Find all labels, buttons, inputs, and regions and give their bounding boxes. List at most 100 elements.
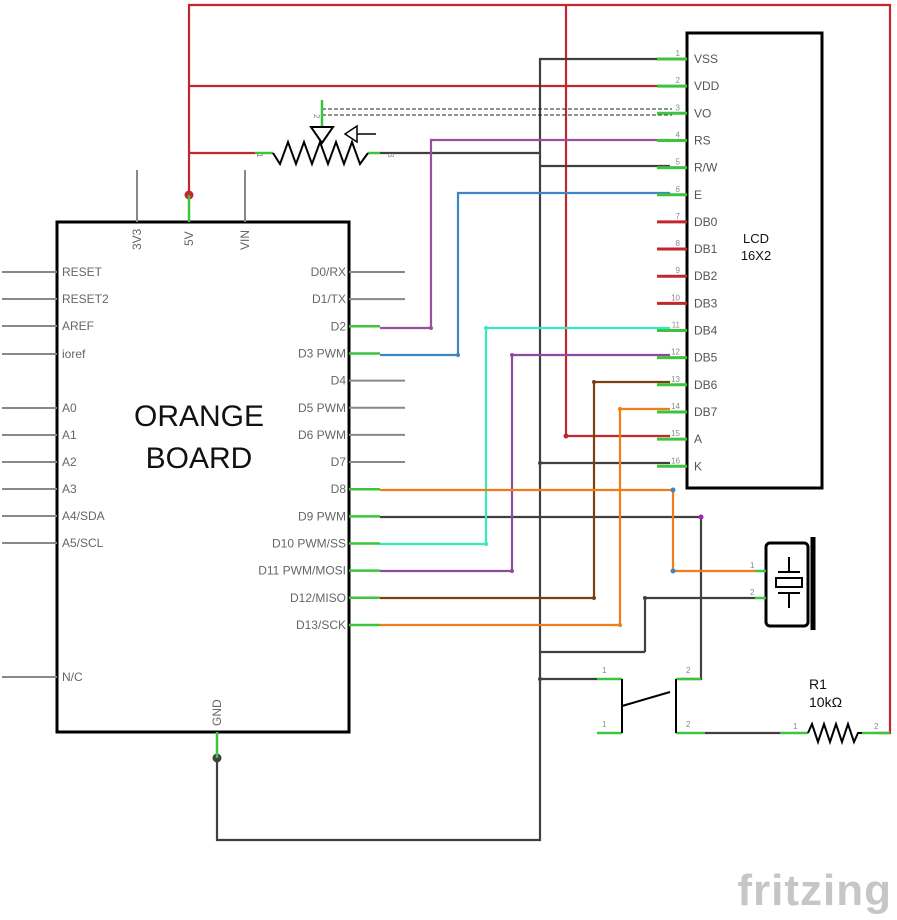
- junction-db6-bottom: [592, 596, 596, 600]
- wire-vo: [322, 108, 672, 116]
- wire-gnd-main: [215, 57, 670, 842]
- switch-pin1a-num: 1: [602, 666, 607, 675]
- lcd-pin-num-e: 6: [676, 185, 681, 194]
- pin-label-d0-rx: D0/RX: [311, 265, 346, 279]
- lcd-pin-label-db6: DB6: [694, 378, 718, 392]
- pin-label-gnd: GND: [210, 699, 224, 726]
- lcd-pin-label-db3: DB3: [694, 296, 718, 310]
- push-button: 1 1 2 2: [597, 666, 705, 735]
- junction-db4-top: [484, 326, 488, 330]
- lcd-pin-num-db2: 9: [676, 266, 681, 275]
- junction-db5-top: [510, 353, 514, 357]
- lcd-title: LCD: [743, 231, 769, 246]
- lcd-pin-label-db1: DB1: [694, 242, 718, 256]
- junction-switch-gnd: [538, 677, 542, 681]
- orange-board: ORANGE BOARD 3V3 5V VIN GND RESETRESET2A…: [2, 170, 405, 758]
- wire-rs: [380, 138, 670, 330]
- wires: [187, 3, 892, 842]
- lcd-pin-label-db4: DB4: [694, 324, 718, 338]
- pin-label-reset: RESET: [62, 265, 103, 279]
- pot-adjust-arrow-icon: [343, 124, 376, 144]
- lcd-pin-num-db7: 14: [671, 402, 680, 411]
- piezo-buzzer: 1 2: [750, 537, 816, 630]
- lcd-pin-num-db5: 12: [671, 348, 680, 357]
- lcd-pin-num-db0: 7: [676, 212, 681, 221]
- pin-label-a5-scl: A5/SCL: [62, 536, 104, 550]
- lcd-pin-num-k: 16: [671, 456, 680, 465]
- lcd-outline: [685, 31, 824, 490]
- junction-buzzer-gnd: [643, 596, 647, 600]
- switch-contact: [621, 691, 671, 707]
- board-bottom-pin: GND: [210, 699, 224, 758]
- junction-db6-top: [592, 380, 596, 384]
- junction-db4-bottom: [484, 542, 488, 546]
- switch-pin2b-num: 2: [686, 720, 691, 729]
- resistor-zigzag: [807, 720, 862, 746]
- pin-label-3v3: 3V3: [130, 228, 144, 250]
- pin-label-d6-pwm: D6 PWM: [298, 428, 346, 442]
- fritzing-logo: fritzing: [737, 866, 892, 915]
- resistor-r1: R1 10kΩ 1 2: [780, 676, 890, 746]
- pin-label-d11-pwm-mosi: D11 PWM/MOSI: [258, 564, 346, 578]
- lcd-pin-num-db3: 10: [671, 293, 680, 302]
- lcd-pin-label-vo: VO: [694, 106, 711, 120]
- junction-k: [538, 461, 542, 465]
- lcd-pin-num-r-w: 5: [676, 158, 681, 167]
- lcd-pin-num-a: 15: [671, 429, 680, 438]
- buzzer-pin1-num: 1: [750, 561, 755, 570]
- resistor-value: 10kΩ: [809, 694, 842, 710]
- pin-label-d7: D7: [331, 455, 347, 469]
- pin-label-5v: 5V: [182, 231, 196, 246]
- switch-pin1b-num: 1: [602, 720, 607, 729]
- lcd-pin-label-db2: DB2: [694, 269, 718, 283]
- board-top-pins: 3V3 5V VIN: [130, 170, 252, 250]
- lcd-pin-num-db6: 13: [671, 375, 680, 384]
- pot-wiper-arrow: [309, 126, 335, 145]
- potentiometer: 1 2 3: [255, 100, 395, 167]
- junction-db7-bottom: [618, 623, 622, 627]
- lcd-pin-label-vdd: VDD: [694, 79, 720, 93]
- lcd-pin-num-vdd: 2: [676, 76, 681, 85]
- lcd-pin-label-rs: RS: [694, 133, 711, 147]
- wire-backlight-a: [564, 5, 670, 438]
- buzzer-body: [764, 541, 810, 628]
- lcd-pin-num-vo: 3: [676, 103, 681, 112]
- wire-db5: [380, 353, 670, 573]
- switch-pin2a-num: 2: [686, 666, 691, 675]
- pot-pin2-num: 2: [312, 114, 321, 119]
- lcd-pin-label-db5: DB5: [694, 351, 718, 365]
- resistor-pin2-num: 2: [874, 722, 879, 731]
- junction-e: [456, 353, 460, 357]
- lcd-pin-label-r-w: R/W: [694, 161, 718, 175]
- wire-enable: [380, 191, 670, 357]
- board-outline: [55, 220, 351, 734]
- pot-pin3-num: 3: [386, 153, 395, 158]
- junction-rs: [429, 326, 433, 330]
- pin-label-n-c: N/C: [62, 670, 83, 684]
- board-left-pins: RESETRESET2AREFiorefA0A1A2A3A4/SDAA5/SCL…: [2, 265, 109, 684]
- pot-zigzag: [272, 139, 369, 167]
- pin-label-d5-pwm: D5 PWM: [298, 401, 346, 415]
- pin-label-d9-pwm: D9 PWM: [298, 509, 346, 523]
- buzzer-crystal-icon: [775, 557, 803, 608]
- lcd-pin-label-db7: DB7: [694, 405, 718, 419]
- lcd-pin-num-rs: 4: [676, 130, 681, 139]
- pin-label-a3: A3: [62, 482, 77, 496]
- pin-label-a1: A1: [62, 428, 77, 442]
- pin-label-a4-sda: A4/SDA: [62, 509, 105, 523]
- lcd-subtitle: 16X2: [741, 248, 771, 263]
- junction-d8-bottom: [670, 568, 676, 574]
- pin-label-reset2: RESET2: [62, 292, 109, 306]
- junction-db7-top: [618, 407, 622, 411]
- pin-label-ioref: ioref: [62, 347, 86, 361]
- junctions: [184, 190, 704, 763]
- pin-label-d3-pwm: D3 PWM: [298, 346, 346, 360]
- pin-label-d13-sck: D13/SCK: [296, 618, 346, 632]
- lcd-pin-label-k: K: [694, 459, 702, 473]
- resistor-pin1-num: 1: [793, 722, 798, 731]
- pin-label-d4: D4: [331, 374, 347, 388]
